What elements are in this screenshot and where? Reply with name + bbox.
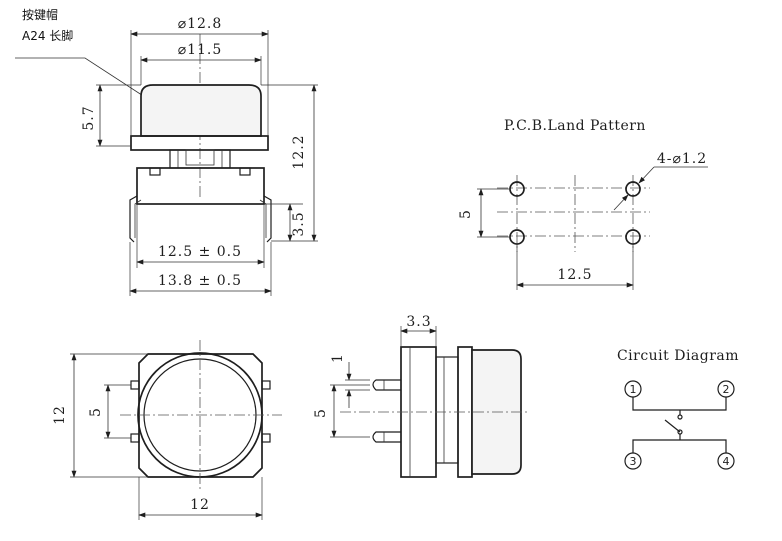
dim-cap-outer-diameter: ⌀12.8 (178, 16, 223, 32)
top-terminal-tab (130, 380, 140, 390)
dim-pcb-pitch-x: 12.5 (557, 267, 592, 283)
front-leg-right (263, 195, 272, 243)
callout-leader (15, 57, 152, 102)
hole-callout-leader (613, 194, 629, 211)
front-base-notch (149, 167, 161, 176)
circuit-pin-1-label: 1 (630, 383, 637, 396)
dim-hole-spec: 4-⌀1.2 (657, 151, 707, 167)
circuit-switch-lever (664, 419, 681, 433)
side-view: 3.3 1 5 (313, 314, 530, 478)
dim-cap-height: 5.7 (81, 105, 97, 130)
circuit-top-bus (632, 397, 727, 411)
circuit-contact-top (677, 414, 683, 420)
top-terminal-tab (130, 433, 140, 443)
circuit-diagram: Circuit Diagram 1 2 3 4 (617, 348, 739, 470)
top-terminal-tab (261, 433, 271, 443)
front-leg-left-inner (134, 199, 142, 238)
callout-model: A24 长脚 (22, 28, 73, 43)
top-view: 12 5 12 (52, 340, 282, 520)
front-leg-right-inner (259, 199, 267, 238)
dim-side-pin-width: 1 (330, 353, 346, 363)
top-body-outline (138, 353, 263, 478)
circuit-pin-3-label: 3 (630, 455, 637, 468)
circuit-bottom-bus (632, 439, 727, 453)
dim-top-pin-pitch: 5 (88, 407, 104, 417)
pcb-hole-top-right (625, 181, 641, 197)
callout-name: 按键帽 (22, 7, 58, 22)
front-base-notch (239, 167, 251, 176)
front-keycap (140, 84, 262, 137)
dim-total-height: 12.2 (291, 134, 307, 169)
side-inner-block (435, 356, 459, 464)
front-leg-left (129, 195, 138, 243)
dim-top-height: 12 (52, 405, 68, 425)
pcb-land-pattern: P.C.B.Land Pattern 4-⌀1.2 5 12.5 (458, 118, 708, 290)
hole-callout-leader (638, 166, 655, 184)
dim-side-pin-pitch: 5 (313, 408, 329, 418)
side-pin-upper (372, 379, 401, 391)
circuit-pin-2-label: 2 (723, 383, 730, 396)
dim-pcb-pitch-y: 5 (458, 209, 474, 219)
side-pin-lower (372, 431, 401, 443)
circuit-title: Circuit Diagram (617, 348, 739, 364)
front-base-body (136, 167, 265, 205)
top-terminal-tab (261, 380, 271, 390)
front-view: ⌀12.8 ⌀11.5 5.7 12.2 3.5 12.5 ± 0.5 13.8… (81, 16, 318, 296)
dim-body-width: 12.5 ± 0.5 (158, 244, 242, 260)
pcb-title: P.C.B.Land Pattern (504, 118, 646, 134)
dim-cap-inner-diameter: ⌀11.5 (178, 42, 223, 58)
dim-side-depth: 3.3 (406, 314, 431, 330)
circuit-pin-4-label: 4 (723, 455, 730, 468)
front-stem-inner (185, 149, 215, 166)
dim-leg-span: 13.8 ± 0.5 (158, 273, 242, 289)
circuit-contact-bottom (677, 429, 683, 435)
callout: 按键帽 A24 长脚 (15, 7, 152, 102)
dim-top-width: 12 (190, 497, 210, 513)
front-flange (130, 135, 269, 151)
dim-leg-length: 3.5 (291, 211, 307, 236)
